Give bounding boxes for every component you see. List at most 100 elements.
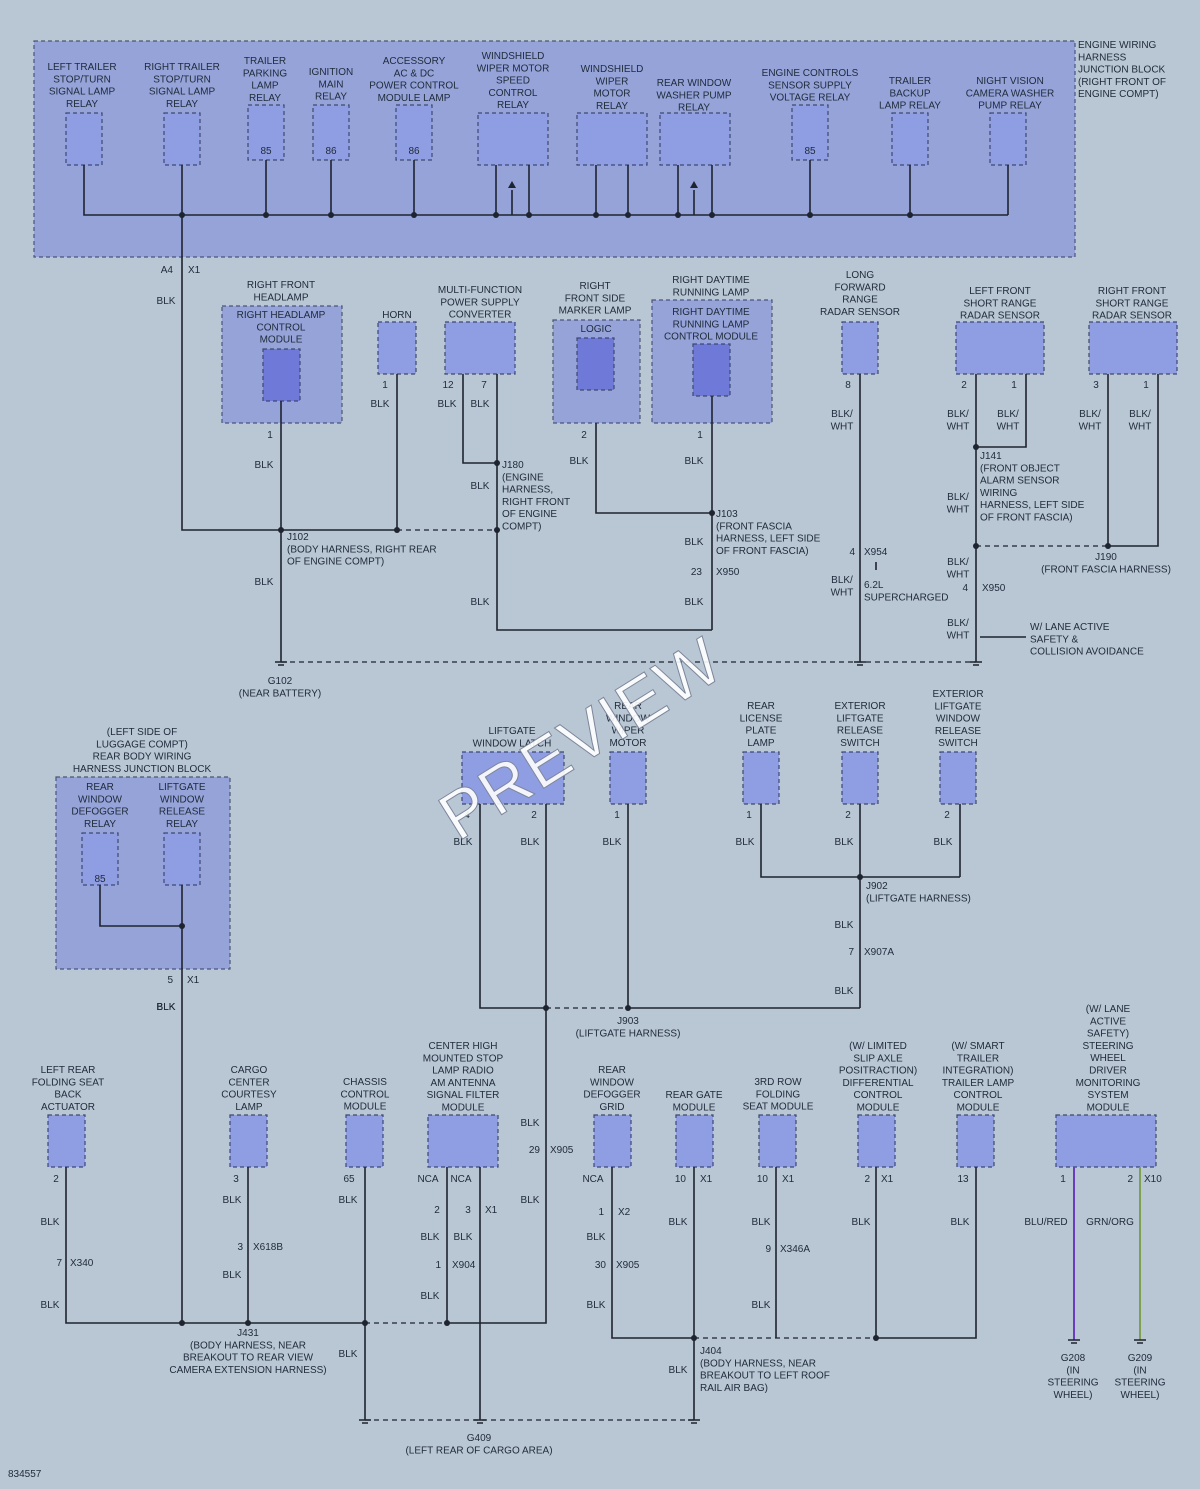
relay-rear-defogger xyxy=(81,832,119,886)
label-x618b: X618B xyxy=(253,1242,283,1253)
label-p9: 9 xyxy=(765,1244,771,1255)
label-blk17: BLK xyxy=(835,837,854,848)
label-x950a: X950 xyxy=(716,567,740,578)
label-p2c: 2 xyxy=(531,810,537,821)
label-nca1: NCA xyxy=(417,1174,438,1185)
label-p12: 12 xyxy=(442,380,454,391)
label-blk38: BLK xyxy=(752,1300,771,1311)
label-p2a: 2 xyxy=(581,430,587,441)
label-j902: J902(LIFTGATE HARNESS) xyxy=(866,881,971,904)
label-p2d: 2 xyxy=(845,810,851,821)
label-pin86b: 86 xyxy=(408,146,420,157)
mfpsc-box xyxy=(444,321,516,375)
label-p1h: 1 xyxy=(1060,1174,1066,1185)
rear-gate-box xyxy=(675,1114,714,1168)
relay-liftgate-window xyxy=(163,832,201,886)
label-blk28: BLK xyxy=(454,1232,473,1243)
label-grnorg: GRN/ORG xyxy=(1086,1217,1134,1228)
label-p4b: 4 xyxy=(962,583,968,594)
label-blk34: BLK xyxy=(223,1270,242,1281)
label-x904: X904 xyxy=(452,1260,476,1271)
logic-box xyxy=(576,337,615,391)
label-p5: 5 xyxy=(167,975,173,986)
label-p1a: 1 xyxy=(267,430,273,441)
label-blk35: BLK xyxy=(421,1291,440,1302)
label-pin85a: 85 xyxy=(260,146,272,157)
label-p7: 7 xyxy=(481,380,487,391)
figure-id: 834557 xyxy=(8,1469,42,1480)
label-x950b: X950 xyxy=(982,583,1006,594)
label-p2g: 2 xyxy=(864,1174,870,1185)
label-blk30: BLK xyxy=(669,1217,688,1228)
label-blk7: BLK xyxy=(685,456,704,467)
label-x1a: X1 xyxy=(188,265,201,276)
label-horn: HORN xyxy=(382,310,411,321)
label-bw8: BLK/WHT xyxy=(831,575,854,598)
label-p30: 30 xyxy=(595,1260,607,1271)
label-bw9: BLK/WHT xyxy=(947,618,970,641)
label-blk40: BLK xyxy=(339,1349,358,1360)
label-blk26: BLK xyxy=(521,1195,540,1206)
relay-night-vision xyxy=(989,112,1027,166)
wiper-motor-box xyxy=(609,751,647,805)
diff-module-box xyxy=(857,1114,896,1168)
label-x1e: X1 xyxy=(881,1174,894,1185)
label-blk4: BLK xyxy=(438,399,457,410)
actuator-box xyxy=(47,1114,86,1168)
label-p1j: 1 xyxy=(598,1207,604,1218)
label-blk6: BLK xyxy=(570,456,589,467)
relay-right-trailer xyxy=(163,112,201,166)
label-blk37: BLK xyxy=(587,1300,606,1311)
liftgate-latch-box xyxy=(461,751,565,805)
label-p13: 13 xyxy=(957,1174,969,1185)
rhcm-box xyxy=(262,348,301,402)
label-p2f: 2 xyxy=(53,1174,59,1185)
label-x1b: X1 xyxy=(187,975,200,986)
label-x346a: X346A xyxy=(780,1244,810,1255)
label-blk31: BLK xyxy=(752,1217,771,1228)
label-blk13: BLK xyxy=(454,837,473,848)
courtesy-lamp-box xyxy=(229,1114,268,1168)
label-blk20: BLK xyxy=(835,986,854,997)
label-blk15: BLK xyxy=(603,837,622,848)
liftgate-switch-box xyxy=(841,751,879,805)
label-pin85b: 85 xyxy=(804,146,816,157)
window-switch-box xyxy=(939,751,977,805)
label-x10: X10 xyxy=(1144,1174,1162,1185)
label-p1f: 1 xyxy=(614,810,620,821)
label-blk10: BLK xyxy=(471,597,490,608)
label-blk36: BLK xyxy=(41,1300,60,1311)
label-blk12: BLK xyxy=(685,597,704,608)
relay-wiper-speed xyxy=(477,112,549,166)
label-p10a: 10 xyxy=(675,1174,687,1185)
label-blk33: BLK xyxy=(951,1217,970,1228)
label-blk23: BLK xyxy=(41,1217,60,1228)
label-p1g: 1 xyxy=(746,810,752,821)
label-g102: G102(NEAR BATTERY) xyxy=(239,676,321,699)
chmsl-box xyxy=(427,1114,499,1168)
relay-wiper-motor xyxy=(576,112,648,166)
relay-left-trailer xyxy=(65,112,103,166)
label-bw6: BLK/WHT xyxy=(947,492,970,515)
label-blk32: BLK xyxy=(852,1217,871,1228)
